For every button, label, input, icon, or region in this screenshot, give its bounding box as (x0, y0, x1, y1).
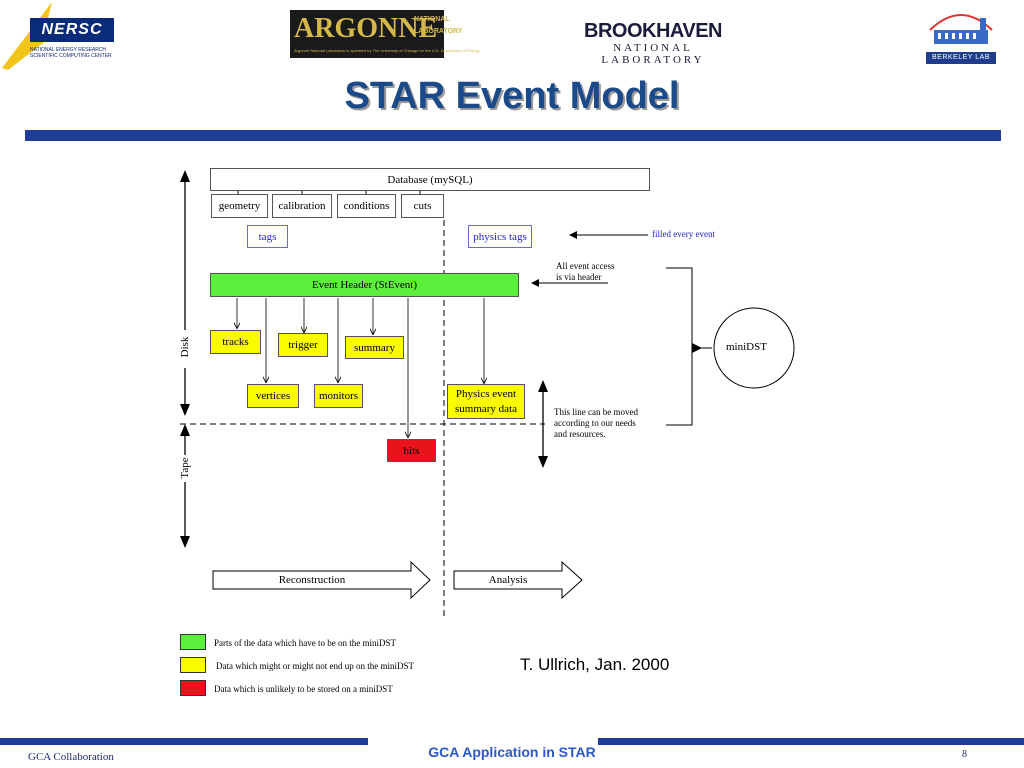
tags-box: tags (247, 225, 288, 248)
legend-swatch-green (180, 634, 206, 650)
physics-tags-box: physics tags (468, 225, 532, 248)
legend-swatch-red (180, 680, 206, 696)
tape-label: Tape (179, 457, 191, 479)
monitors-box: monitors (314, 384, 363, 408)
argonne-logo-text: ARGONNE (294, 13, 438, 44)
legend-text-red: Data which is unlikely to be stored on a… (214, 684, 393, 694)
calibration-box: calibration (272, 194, 332, 218)
berkeley-lab-icon (929, 14, 993, 44)
hits-box: hits (387, 439, 436, 462)
brookhaven-logo: BROOKHAVEN NATIONAL LABORATORY (568, 20, 738, 66)
footer-bar-left (0, 738, 368, 745)
disk-label: Disk (179, 336, 191, 358)
legend-text-yellow: Data which might or might not end up on … (216, 661, 414, 671)
nersc-logo-text: NERSC (30, 18, 114, 42)
argonne-logo-footnote: Argonne National Laboratory is operated … (294, 48, 480, 53)
vertices-box: vertices (247, 384, 299, 408)
berkeley-lab-logo: BERKELEY LAB (926, 6, 996, 64)
title-divider (25, 130, 1001, 141)
summary-box: summary (345, 336, 404, 359)
filled-every-event-label: filled every event (652, 229, 715, 239)
reconstruction-arrow (212, 560, 431, 600)
cuts-box: cuts (401, 194, 444, 218)
analysis-arrow (453, 560, 583, 600)
trigger-box: trigger (278, 333, 328, 357)
minidst-circle (713, 307, 795, 389)
brookhaven-logo-text: BROOKHAVEN (584, 20, 722, 42)
analysis-label: Analysis (488, 574, 528, 586)
database-box: Database (mySQL) (210, 168, 650, 191)
berkeley-lab-caption: BERKELEY LAB (926, 52, 996, 64)
footer-left-text: GCA Collaboration (28, 751, 114, 763)
reconstruction-label: Reconstruction (278, 574, 346, 586)
legend-swatch-yellow (180, 657, 206, 673)
tracks-box: tracks (210, 330, 261, 354)
author-credit: T. Ullrich, Jan. 2000 (520, 655, 670, 674)
footer-bar-right (598, 738, 1024, 745)
slide-title: STAR Event Model (344, 75, 680, 117)
page-number: 8 (962, 749, 967, 760)
minidst-label: miniDST (726, 341, 767, 353)
event-header-box: Event Header (StEvent) (210, 273, 519, 297)
footer-center-text: GCA Application in STAR (428, 744, 596, 760)
legend-text-green: Parts of the data which have to be on th… (214, 638, 396, 648)
brookhaven-logo-subtitle: NATIONAL LABORATORY (601, 42, 705, 66)
geometry-box: geometry (211, 194, 268, 218)
conditions-box: conditions (337, 194, 396, 218)
